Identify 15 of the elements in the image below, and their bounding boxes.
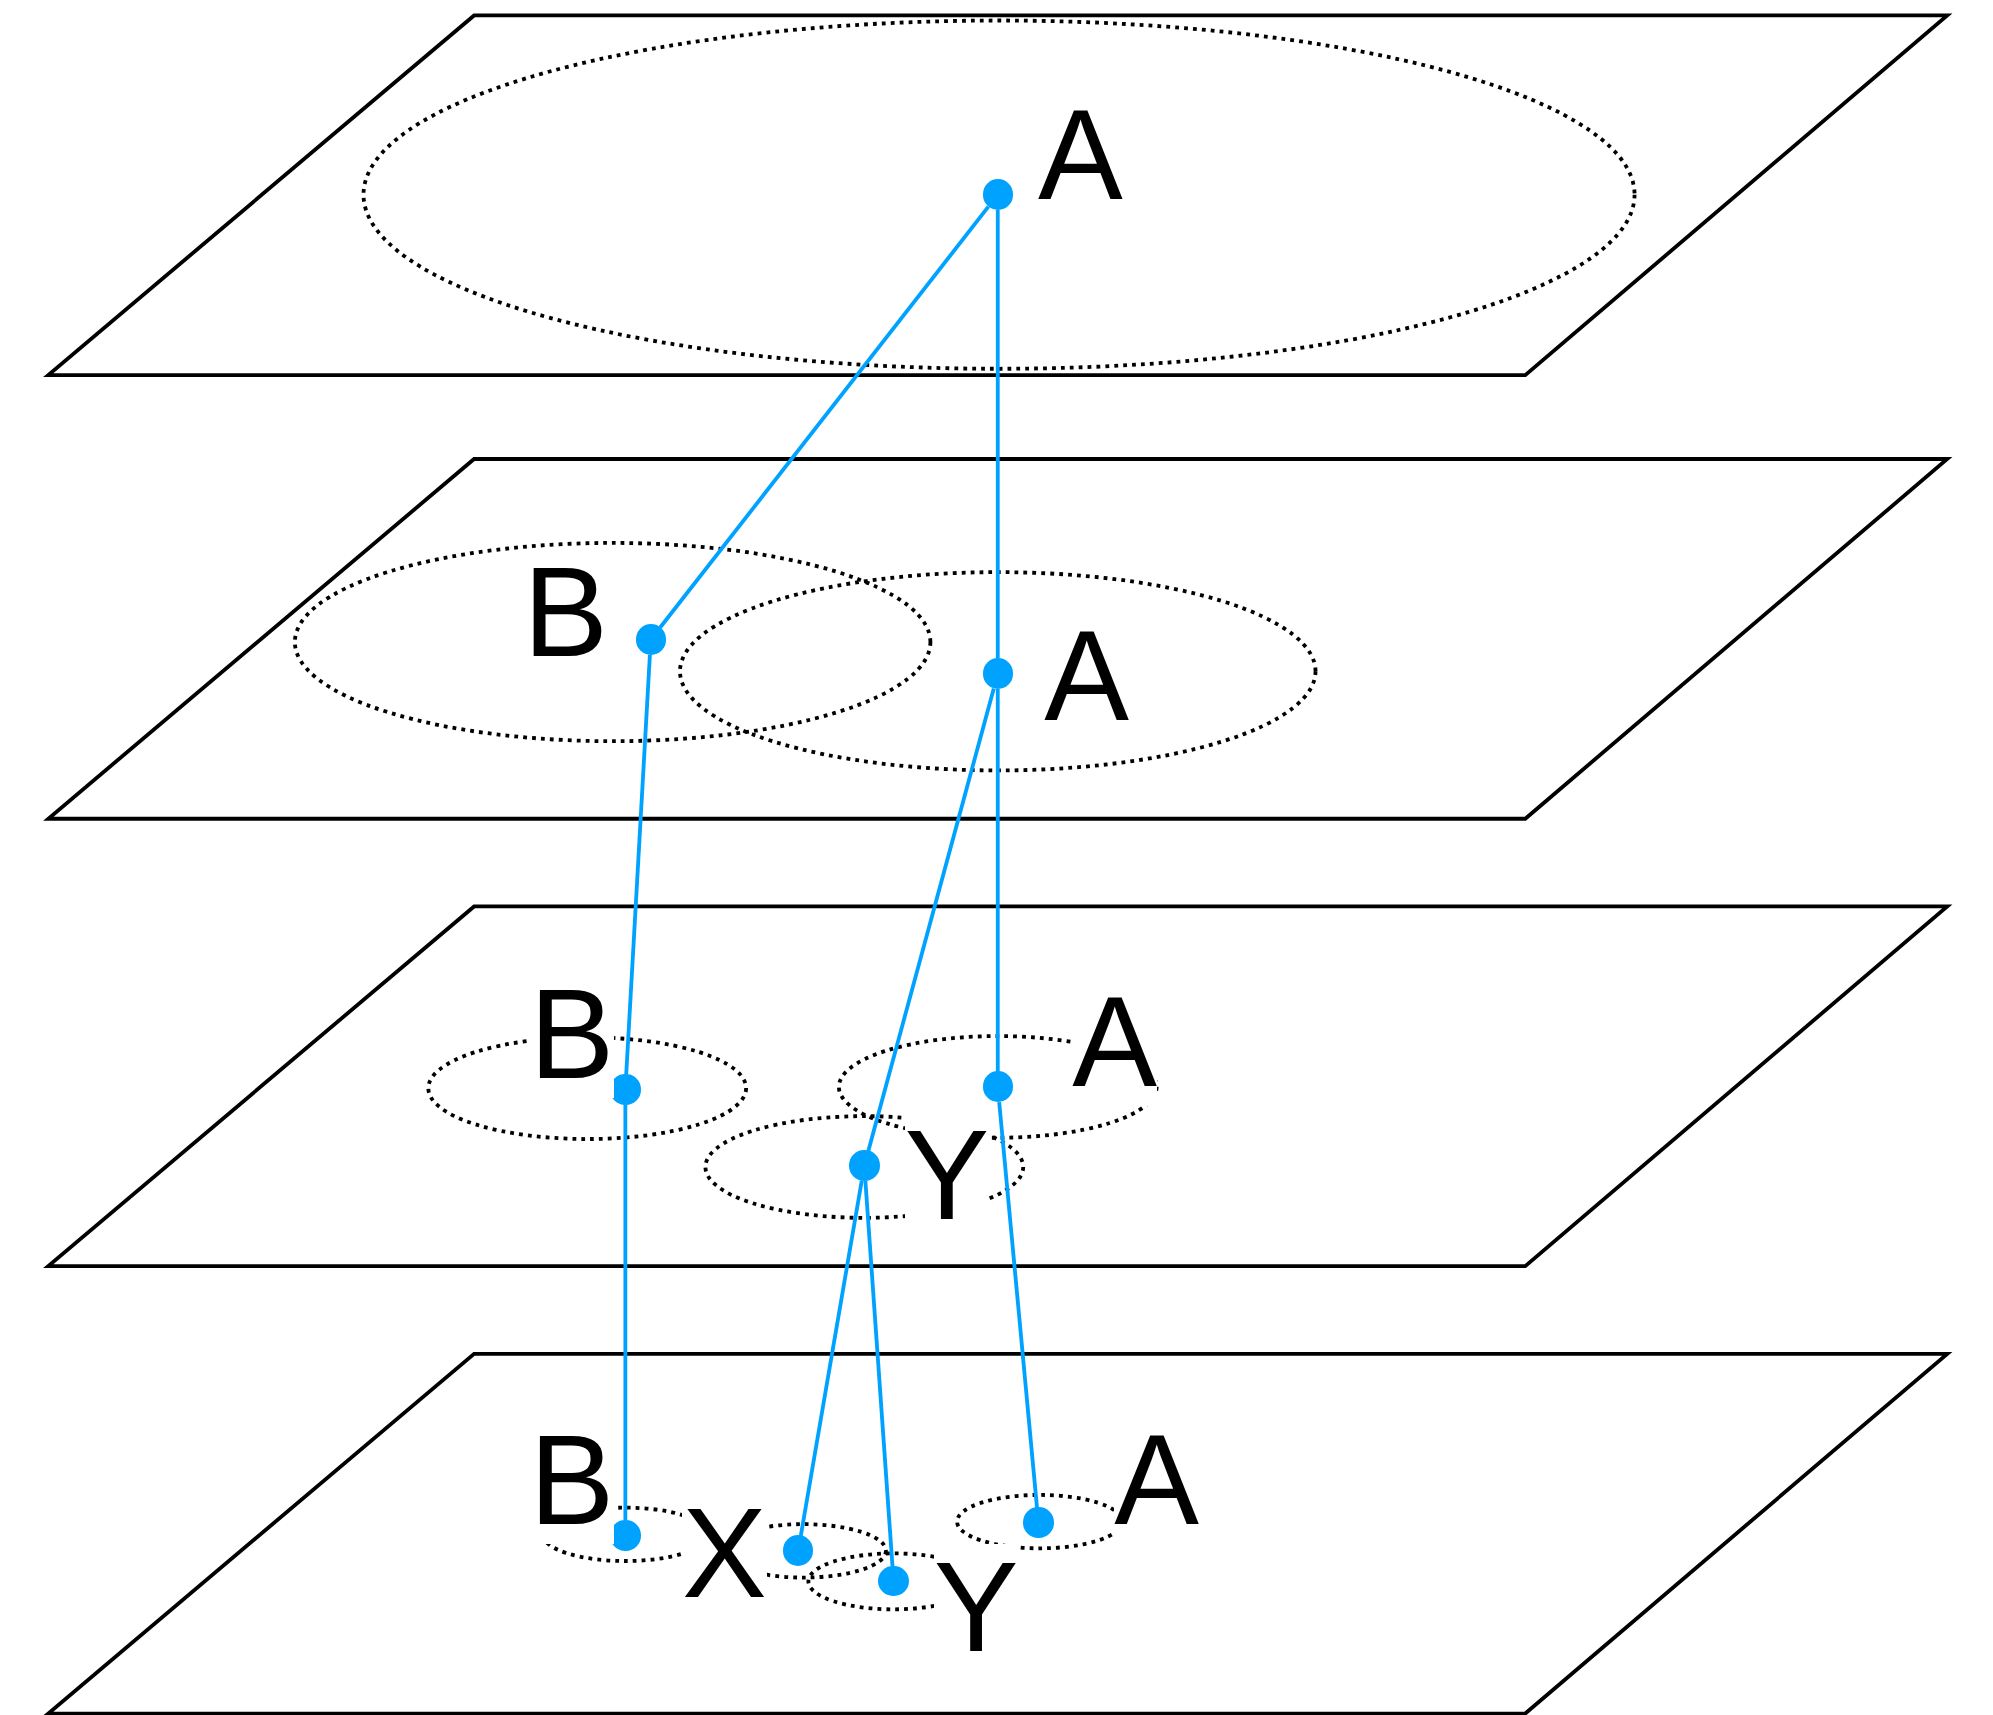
connector-line xyxy=(866,688,996,1152)
connector-line xyxy=(658,205,990,629)
data-point xyxy=(982,658,1013,689)
connector-line xyxy=(624,654,652,1075)
connector-line xyxy=(995,209,1000,659)
data-point xyxy=(982,1071,1013,1102)
data-point xyxy=(982,179,1013,210)
data-point xyxy=(782,1535,814,1566)
connector-line xyxy=(798,1180,864,1537)
connector-line xyxy=(623,1104,628,1521)
data-point xyxy=(849,1150,880,1181)
data-point xyxy=(635,624,666,655)
data-point xyxy=(878,1565,909,1597)
data-point xyxy=(1023,1507,1054,1538)
connector-line xyxy=(995,689,1000,1072)
